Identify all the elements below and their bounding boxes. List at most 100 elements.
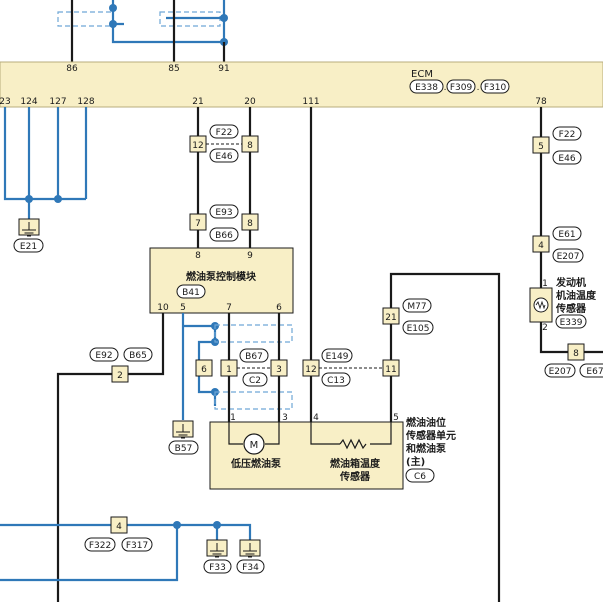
- svg-text:E46: E46: [558, 154, 575, 164]
- svg-text:E21: E21: [20, 242, 37, 252]
- ecm-pin-20: 20: [244, 97, 256, 107]
- top-dashed-box-left: [57, 11, 114, 27]
- svg-text:21: 21: [385, 313, 396, 323]
- unit-title-4: (主): [406, 455, 425, 468]
- svg-text:1: 1: [226, 365, 232, 375]
- svg-text:E207: E207: [557, 252, 580, 262]
- motor-icon: [243, 433, 265, 455]
- tag-F317: [121, 537, 153, 552]
- tag-B41: [176, 284, 206, 299]
- unit-title-2: 传感器单元: [405, 429, 456, 442]
- svg-text:2: 2: [117, 371, 123, 381]
- svg-text:C13: C13: [327, 376, 345, 386]
- module-feed-wires: 12 8 F22 E46 7 8 E93 B66: [189, 107, 259, 248]
- svg-text:F322: F322: [89, 541, 111, 551]
- tag-F34: [236, 559, 265, 574]
- svg-text:E92: E92: [95, 351, 112, 361]
- connector-2: [111, 365, 129, 383]
- tank-temp-label-2: 传感器: [339, 470, 371, 483]
- tag-E46: [209, 148, 239, 163]
- ecm-connector-tag: [409, 79, 444, 94]
- unit-pin-3: 3: [282, 413, 288, 423]
- module-name: 燃油泵控制模块: [186, 270, 257, 283]
- tag-E67: [579, 363, 603, 378]
- svg-text:E46: E46: [215, 152, 232, 162]
- svg-text:8: 8: [247, 141, 253, 151]
- motor-symbol: M: [250, 440, 259, 451]
- connector-8: [241, 135, 259, 153]
- tag-E92: [89, 347, 119, 362]
- connector-8b: [241, 213, 259, 231]
- connector-8c: [567, 343, 585, 361]
- tag-E207b: [544, 363, 576, 378]
- connector-4a: [532, 235, 550, 253]
- pump-label: 低压燃油泵: [230, 457, 282, 470]
- tag-F33: [203, 559, 232, 574]
- svg-text:11: 11: [385, 365, 396, 375]
- svg-text:7: 7: [195, 219, 201, 229]
- module-box: [149, 247, 294, 314]
- tag-B65: [123, 347, 153, 362]
- junction-dot: [220, 14, 228, 22]
- tag-E339: [555, 314, 587, 329]
- connector-6: [195, 359, 213, 377]
- sensor-label-2: 机油温度: [556, 289, 597, 302]
- fuel-pump-control-module: 8 9 燃油泵控制模块 B41 10 5 7 6: [149, 247, 294, 314]
- ground-icon: [22, 222, 36, 237]
- ecm-pin-78: 78: [535, 97, 547, 107]
- svg-text:F310: F310: [484, 83, 507, 93]
- unit-title-3: 和燃油泵: [405, 442, 447, 455]
- svg-text:E338: E338: [415, 83, 438, 93]
- svg-text:12: 12: [192, 141, 203, 151]
- wire-sensor-ground: [389, 272, 501, 602]
- ecm-pin-128: 128: [77, 97, 94, 107]
- fuel-unit-box: [209, 421, 404, 490]
- svg-text:F309: F309: [450, 83, 473, 93]
- module-pin-10: 10: [157, 303, 169, 313]
- ground-icon: [176, 424, 190, 439]
- ecm-pin-127: 127: [49, 97, 66, 107]
- ecm-pin-23: 23: [0, 97, 11, 107]
- tag-E93: [209, 204, 239, 219]
- svg-text:C2: C2: [249, 376, 261, 386]
- svg-text:B41: B41: [182, 288, 200, 298]
- tag-F322: [84, 537, 116, 552]
- ecm-pin-86: 86: [66, 64, 78, 74]
- svg-text:B57: B57: [175, 444, 193, 454]
- junction-dot: [173, 521, 181, 529]
- top-area: [57, 0, 228, 62]
- junction-dot: [54, 195, 62, 203]
- tag-C6: [405, 468, 435, 483]
- ecm-separator: .: [477, 83, 480, 93]
- tag-E149: [321, 348, 353, 363]
- tag-B67: [239, 348, 269, 363]
- ecm-pin-111: 111: [302, 97, 319, 107]
- svg-text:B67: B67: [245, 352, 263, 362]
- thermistor-wires: [310, 422, 392, 445]
- svg-text:E93: E93: [215, 208, 232, 218]
- motor-wires: [228, 422, 280, 445]
- ecm-connector-tag: [446, 79, 476, 94]
- tank-temp-wires: 12 11 E149 C13 21 M77 E105: [302, 107, 501, 602]
- svg-text:B66: B66: [215, 231, 233, 241]
- blue-wire-23: [3, 107, 86, 201]
- svg-text:M77: M77: [407, 302, 426, 312]
- connector-5: [532, 136, 550, 154]
- tank-temp-label-1: 燃油箱温度: [330, 457, 381, 470]
- ground-icon: [243, 543, 257, 558]
- svg-text:5: 5: [538, 142, 544, 152]
- svg-text:E105: E105: [407, 324, 430, 334]
- ecm-pin-124: 124: [20, 97, 37, 107]
- ecm-title: ECM: [411, 69, 433, 80]
- tag-F22b: [552, 126, 582, 141]
- svg-text:E67: E67: [586, 367, 603, 377]
- pump-feed-wires: 6 1 3 B67 C2: [195, 313, 288, 422]
- svg-text:B65: B65: [129, 351, 147, 361]
- svg-text:8: 8: [247, 219, 253, 229]
- svg-text:F22: F22: [559, 130, 576, 140]
- junction-dot: [25, 195, 33, 203]
- module-pin10-wire: 2 E92 B65: [56, 313, 165, 602]
- ground-icon: [210, 543, 224, 558]
- sensor-label-1: 发动机: [555, 276, 586, 289]
